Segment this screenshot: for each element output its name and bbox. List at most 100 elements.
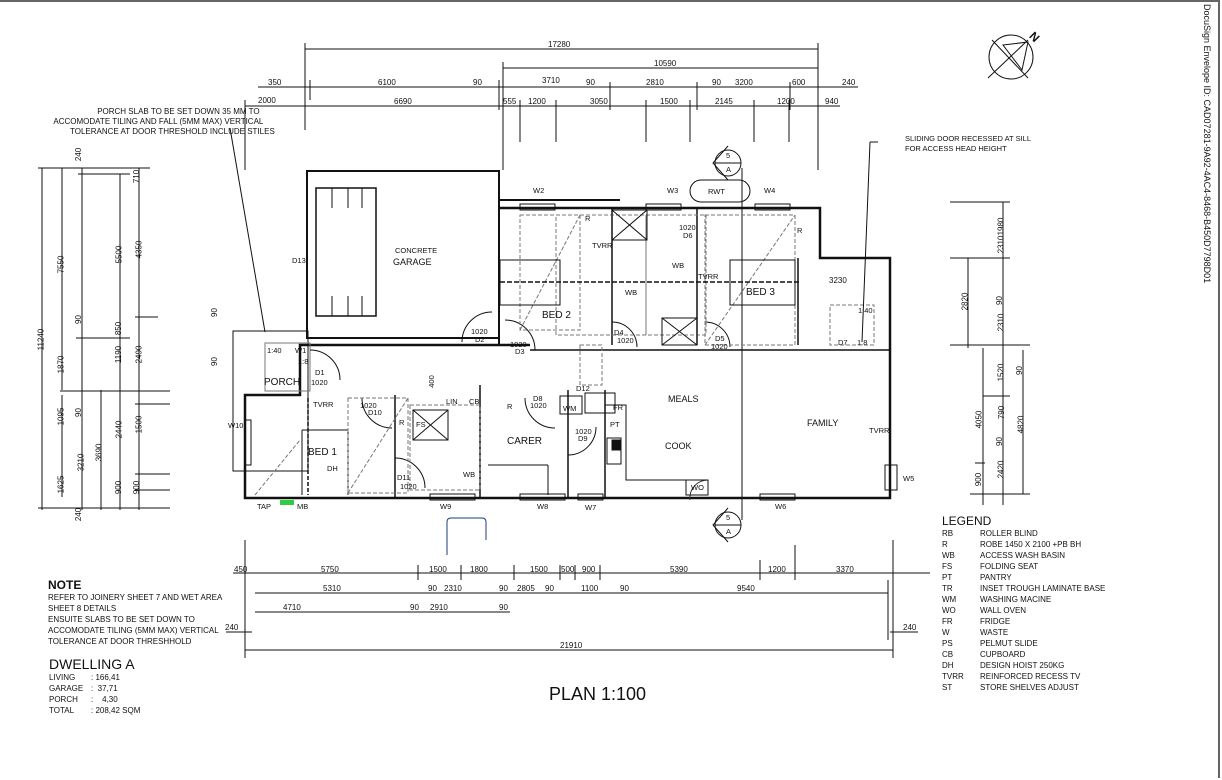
legend-code: W — [942, 628, 950, 637]
window-label: W7 — [585, 503, 597, 512]
tap-label: TAP — [257, 502, 272, 511]
dim-right: 4820 — [1016, 415, 1026, 434]
dim-top: 940 — [825, 97, 839, 106]
legend-code: FS — [942, 562, 953, 571]
dim-right: 790 — [997, 405, 1007, 420]
dim-right: 90 — [994, 437, 1004, 446]
ratio-label: 1:8 — [298, 357, 309, 366]
note-line: SHEET 8 DETAILS — [48, 604, 117, 613]
section-number: 5 — [726, 513, 731, 522]
dim-left: 240 — [74, 507, 84, 522]
dim-label: 400 — [426, 375, 436, 388]
dim-top: 555 — [503, 97, 517, 106]
window-label: W10 — [228, 421, 244, 430]
sliding-door-note: SLIDING DOOR RECESSED AT SILL FOR ACCESS… — [905, 134, 1031, 154]
legend-code: WM — [942, 595, 957, 604]
room-bed1: BED 1 — [308, 447, 337, 458]
tvrr-label: TVRR — [313, 400, 334, 409]
area-row: PORCH: 4,30 — [49, 694, 140, 705]
dim-bottom: 5310 — [323, 584, 341, 593]
legend: LEGEND RB ROLLER BLIND R ROBE 1450 X 2100 … — [942, 514, 1105, 693]
ratio-label: 1:8 — [857, 338, 868, 347]
dim-left: 1500 — [134, 415, 144, 434]
window-label: W5 — [903, 474, 915, 483]
wb-label: WB — [672, 261, 685, 270]
area-label: PORCH — [49, 695, 78, 704]
wo-label: WO — [691, 483, 704, 492]
dim-top: 350 — [268, 78, 282, 87]
dim-top: 3050 — [590, 97, 608, 106]
legend-desc: REINFORCED RECESS TV — [980, 672, 1081, 681]
legend-code: R — [942, 540, 948, 549]
dim-right: 2310 — [996, 235, 1006, 254]
dim-left: 710 — [132, 169, 142, 184]
legend-desc: ROLLER BLIND — [980, 529, 1038, 538]
dim-bottom: 90 — [499, 584, 508, 593]
legend-desc: DESIGN HOIST 250KG — [980, 661, 1065, 670]
legend-code: RB — [942, 529, 954, 538]
dim-left: 7550 — [56, 255, 66, 274]
dim-right: 2820 — [960, 292, 970, 311]
dim-top-overall: 17280 — [548, 40, 571, 49]
room-bed3: BED 3 — [746, 287, 775, 298]
dim-bottom: 5390 — [670, 565, 688, 574]
dim-right: 1980 — [996, 217, 1006, 236]
dh-label: DH — [327, 464, 338, 473]
dwelling-summary: DWELLING A LIVING: 166,41 GARAGE: 37,71 … — [49, 656, 140, 716]
area-value: : 37,71 — [91, 684, 118, 693]
area-row: TOTAL: 208,42 SQM — [49, 705, 140, 716]
legend-desc: ROBE 1450 X 2100 +PB BH — [980, 540, 1082, 549]
door-label: D4 — [614, 328, 624, 337]
dim-top: 90 — [586, 78, 595, 87]
room-porch: PORCH — [264, 377, 301, 388]
door-width: 1020 — [711, 342, 728, 351]
note-line: REFER TO JOINERY SHEET 7 AND WET AREA — [48, 593, 223, 602]
door-label: D9 — [578, 434, 588, 443]
dim-top: 1200 — [777, 97, 795, 106]
door-width: 1020 — [530, 401, 547, 410]
dim-bottom: 90 — [499, 603, 508, 612]
window-label: W8 — [537, 502, 549, 511]
dim-top: 6100 — [378, 78, 396, 87]
ratio-label: 1:40 — [267, 346, 282, 355]
legend-code: PT — [942, 573, 953, 582]
dim-bottom: 2310 — [444, 584, 462, 593]
legend-code: FR — [942, 617, 953, 626]
legend-desc: CUPBOARD — [980, 650, 1026, 659]
dim-top: 6690 — [394, 97, 412, 106]
wb-label: WB — [625, 288, 638, 297]
robe-label: R — [797, 226, 803, 235]
dim-left: 850 — [114, 321, 124, 336]
dim-right: 90 — [994, 296, 1004, 305]
dim-top: 90 — [712, 78, 721, 87]
door-label: D10 — [368, 408, 382, 417]
legend-title: LEGEND — [942, 514, 992, 528]
dim-top: 1200 — [528, 97, 546, 106]
area-label: TOTAL — [49, 706, 75, 715]
door-label: D5 — [715, 334, 725, 343]
legend-desc: WASHING MACINE — [980, 595, 1052, 604]
dim-top: 3200 — [735, 78, 753, 87]
dim-top: 3710 — [542, 76, 560, 85]
door-width: 1020 — [471, 327, 488, 336]
dim-left: 1095 — [56, 407, 66, 426]
area-label: GARAGE — [49, 684, 84, 693]
dim-bottom: 500 — [561, 565, 575, 574]
dim-top: 2810 — [646, 78, 664, 87]
dim-left-overall: 11240 — [36, 328, 46, 351]
dim-top: 240 — [842, 78, 856, 87]
note-line: ACCOMODATE TILING AND FALL (5MM MAX) VER… — [53, 117, 264, 126]
tvrr-label: TVRR — [869, 426, 890, 435]
dim-bottom: 3370 — [836, 565, 854, 574]
dim-bottom: 450 — [234, 565, 248, 574]
dim-right: 4050 — [974, 410, 984, 429]
room-carer: CARER — [507, 436, 543, 447]
window-label: W9 — [440, 502, 452, 511]
door-width: 1020 — [617, 336, 634, 345]
